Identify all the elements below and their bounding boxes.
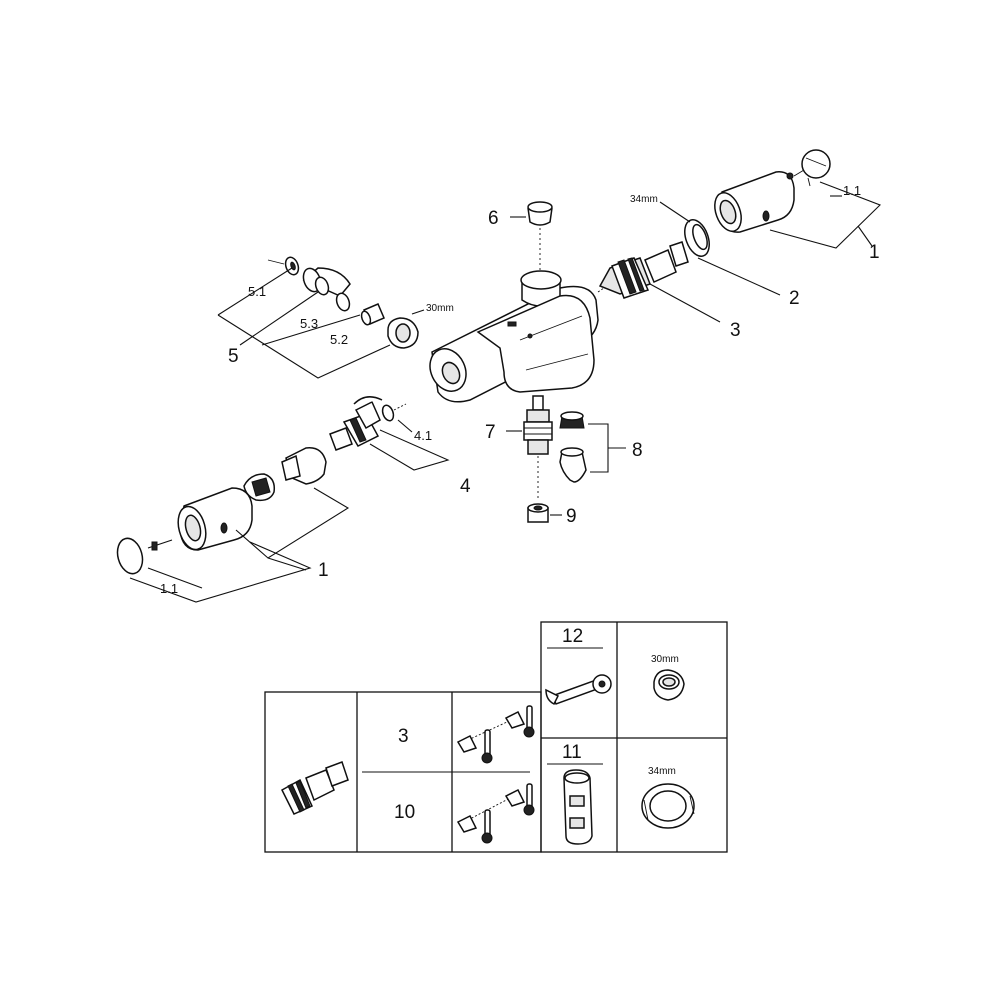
part-1-left-handle	[116, 447, 350, 603]
label-6: 6	[488, 208, 499, 229]
table-size-30mm: 30mm	[651, 654, 679, 665]
part-labels: 6 7 8 9 3 2 1 1.1 34mm 30mm 5.1 5.3 5.2 …	[160, 183, 880, 596]
table-row-10: 10	[394, 802, 415, 823]
table-tool-11: 11	[562, 742, 582, 763]
part-5-assembly	[217, 256, 425, 379]
part-9-nut	[527, 503, 562, 523]
label-9: 9	[566, 506, 577, 527]
label-1-left: 1	[318, 560, 329, 581]
part-1-right-handle	[714, 149, 881, 249]
label-5-3: 5.3	[300, 316, 318, 331]
cartridge-thermometer-icons-a	[456, 705, 535, 764]
label-8: 8	[632, 440, 643, 461]
label-2: 2	[789, 288, 800, 309]
table-size-34mm: 34mm	[648, 766, 676, 777]
table-tool-12: 12	[562, 626, 583, 647]
label-1-1-left: 1.1	[160, 581, 178, 596]
part-3-thermostat-unit	[597, 241, 721, 323]
label-5-1: 5.1	[248, 284, 266, 299]
part-4-thermostat-unit	[329, 396, 450, 471]
label-4: 4	[460, 476, 471, 497]
nut-30mm-icon	[653, 669, 685, 701]
label-1-right: 1	[869, 242, 880, 263]
part-6-cap	[510, 201, 553, 272]
ring-34mm-icon	[641, 783, 695, 829]
mixer-body	[429, 270, 599, 403]
special-key-icon	[563, 769, 593, 845]
thermostat-cartridge-image	[281, 761, 349, 815]
label-5: 5	[228, 346, 239, 367]
wrench-icon	[545, 674, 612, 706]
part-7-cartridge	[506, 395, 553, 500]
cartridge-thermometer-icons-b	[456, 783, 535, 844]
label-1-1-right: 1.1	[843, 183, 861, 198]
replacement-parts-table: 3 10 12 11 30mm 34mm	[264, 621, 728, 853]
label-30mm: 30mm	[426, 303, 454, 314]
part-8-diverter	[559, 411, 626, 483]
label-5-2: 5.2	[330, 332, 348, 347]
label-34mm: 34mm	[630, 194, 658, 205]
label-3: 3	[730, 320, 741, 341]
label-7: 7	[485, 422, 496, 443]
table-row-3: 3	[398, 726, 409, 747]
label-4-1: 4.1	[414, 428, 432, 443]
part-2-ring	[659, 201, 781, 296]
